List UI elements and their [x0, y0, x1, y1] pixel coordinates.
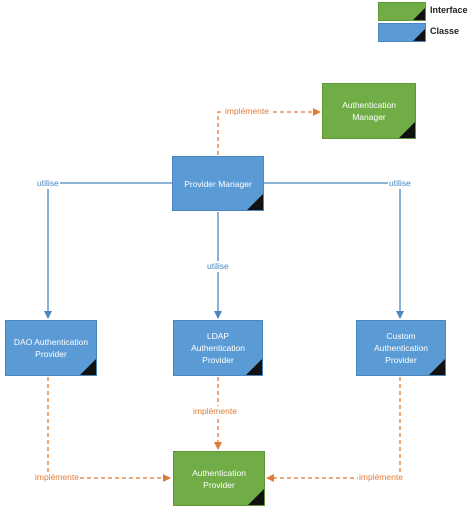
edge-label-custom-implements-ap: implémente: [358, 472, 404, 483]
edge-label-pm-uses-ldap: utilise: [206, 261, 230, 272]
node-label: Custom Authentication Provider: [374, 331, 428, 365]
edge-label-dao-implements-ap: implémente: [34, 472, 80, 483]
edge-dao-implements-ap: [47, 377, 171, 482]
edge-pm-uses-dao: [44, 182, 172, 319]
corner-triangle-icon: [248, 489, 264, 505]
node-label: LDAP Authentication Provider: [191, 331, 245, 365]
edge-label-ldap-implements-ap: implémente: [192, 406, 238, 417]
corner-triangle-icon: [247, 194, 263, 210]
node-authentication-provider: Authentication Provider: [173, 451, 265, 506]
corner-triangle-icon: [413, 8, 425, 20]
legend-interface-swatch: [378, 2, 426, 21]
edge-pm-uses-custom: [264, 182, 404, 319]
corner-triangle-icon: [429, 359, 445, 375]
corner-triangle-icon: [80, 359, 96, 375]
legend-class-swatch: [378, 23, 426, 42]
node-label: Provider Manager: [184, 178, 252, 189]
node-label: DAO Authentication Provider: [13, 337, 89, 359]
edge-label-pm-implements-am: implémente: [224, 106, 270, 117]
corner-triangle-icon: [246, 359, 262, 375]
edge-label-pm-uses-dao: utilise: [36, 178, 60, 189]
edge-label-pm-uses-custom: utilise: [388, 178, 412, 189]
legend-class-label: Classe: [430, 26, 460, 36]
node-dao-authentication-provider: DAO Authentication Provider: [5, 320, 97, 376]
corner-triangle-icon: [413, 29, 425, 41]
legend-interface-label: Interface: [430, 5, 468, 15]
node-ldap-authentication-provider: LDAP Authentication Provider: [173, 320, 263, 376]
node-authentication-manager: Authentication Manager: [322, 83, 416, 139]
corner-triangle-icon: [399, 122, 415, 138]
node-provider-manager: Provider Manager: [172, 156, 264, 211]
node-custom-authentication-provider: Custom Authentication Provider: [356, 320, 446, 376]
edge-pm-implements-am: [217, 108, 321, 155]
edge-custom-implements-ap: [266, 377, 401, 482]
node-label: Authentication Manager: [342, 100, 396, 122]
node-label: Authentication Provider: [192, 467, 246, 490]
